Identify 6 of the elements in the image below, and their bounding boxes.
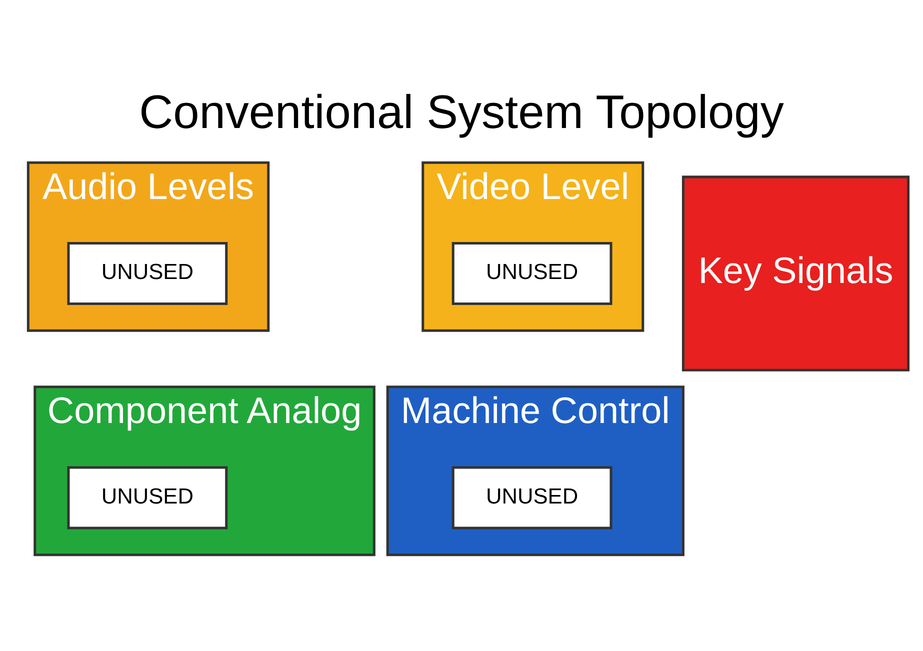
node-box: UNUSED bbox=[452, 242, 612, 304]
node-box: UNUSED bbox=[67, 242, 228, 304]
node-box: Key Signals bbox=[682, 175, 910, 371]
node-box: UNUSED bbox=[452, 466, 612, 529]
node-box: UNUSED bbox=[67, 466, 228, 529]
diagram-title: Conventional System Topology bbox=[139, 84, 784, 138]
